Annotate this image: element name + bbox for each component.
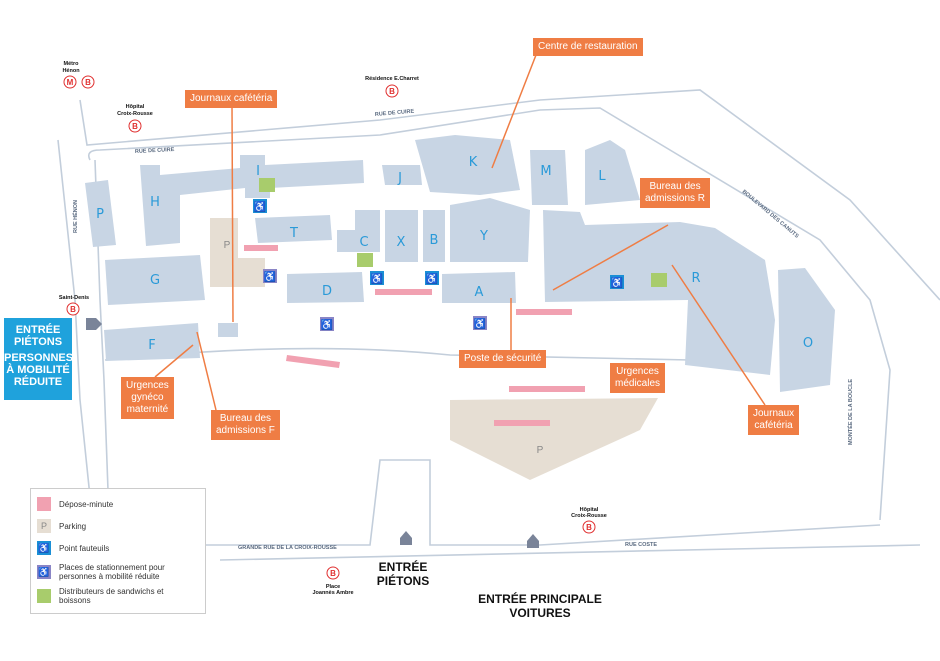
vending-machines bbox=[259, 178, 667, 287]
building-label-b: B bbox=[430, 233, 439, 248]
callout-lines bbox=[154, 54, 766, 411]
bus-icon: B bbox=[586, 523, 592, 532]
building-label-k: K bbox=[469, 155, 478, 170]
svg-text:♿: ♿ bbox=[254, 200, 266, 213]
street-montee-boucle: MONTÉE DE LA BOUCLE bbox=[846, 379, 854, 445]
callout-poste-securite: Poste de sécurité bbox=[459, 350, 547, 368]
svg-text:♿: ♿ bbox=[321, 318, 333, 331]
building-label-x: X bbox=[397, 235, 406, 250]
bus-icon: B bbox=[70, 305, 76, 314]
building-label-p: P bbox=[96, 207, 104, 222]
svg-text:♿: ♿ bbox=[611, 276, 623, 289]
pmr-parking-icon: ♿ bbox=[37, 565, 51, 579]
building-label-t: T bbox=[289, 226, 298, 241]
pmr-parking-spots: ♿ ♿ ♿ bbox=[263, 269, 487, 331]
svg-text:♿: ♿ bbox=[474, 317, 486, 330]
parking-area-main bbox=[450, 398, 658, 480]
depose-minute-swatch bbox=[37, 497, 51, 511]
building-label-h: H bbox=[150, 195, 160, 210]
building-label-j: J bbox=[397, 171, 402, 186]
svg-text:♿: ♿ bbox=[264, 270, 276, 283]
building-label-c: C bbox=[359, 235, 368, 250]
parking-area-t bbox=[210, 218, 265, 287]
building-labels: P H I J K M L G T C X B Y F D A R O bbox=[96, 155, 813, 353]
street-rue-de-cuire: RUE DE CUIRE bbox=[375, 109, 415, 118]
vending-machine-icon bbox=[37, 589, 51, 603]
svg-text:Métro: Métro bbox=[64, 61, 80, 67]
transit-stops: Métro Hénon M B Hôpital Croix-Rousse B R… bbox=[59, 61, 607, 596]
parking-label: P bbox=[537, 445, 544, 456]
building-label-l: L bbox=[598, 169, 606, 184]
depose-minute-zones bbox=[244, 245, 585, 426]
svg-text:Croix-Rousse: Croix-Rousse bbox=[117, 111, 153, 117]
parking-label: P bbox=[224, 240, 231, 251]
building-label-y: Y bbox=[479, 229, 488, 244]
wheelchair-icon: ♿ bbox=[37, 541, 51, 555]
building-label-a: A bbox=[475, 285, 484, 300]
metro-icon: M bbox=[67, 78, 74, 87]
svg-text:Saint-Denis: Saint-Denis bbox=[59, 295, 89, 301]
street-boulevard-canuts: BOULEVARD DES CANUTS bbox=[741, 189, 800, 240]
bus-icon: B bbox=[330, 569, 336, 578]
bus-icon: B bbox=[132, 122, 138, 131]
callout-journaux-cafeteria: Journaux cafétéria bbox=[185, 90, 278, 108]
building-label-i: I bbox=[256, 164, 260, 179]
svg-text:Croix-Rousse: Croix-Rousse bbox=[571, 513, 607, 519]
svg-text:Hénon: Hénon bbox=[62, 68, 80, 74]
street-grande-rue: GRANDE RUE DE LA CROIX-ROUSSE bbox=[238, 545, 337, 551]
bus-icon: B bbox=[389, 87, 395, 96]
street-rue-coste: RUE COSTE bbox=[625, 542, 657, 548]
svg-text:♿: ♿ bbox=[426, 272, 438, 285]
svg-text:Résidence E.Charret: Résidence E.Charret bbox=[365, 76, 419, 82]
street-rue-henon: RUE HÉNON bbox=[71, 200, 79, 233]
building-label-f: F bbox=[148, 338, 155, 353]
svg-text:Hôpital: Hôpital bbox=[580, 507, 599, 513]
building-label-d: D bbox=[322, 284, 332, 299]
building-label-m: M bbox=[540, 164, 551, 179]
callout-centre-restauration: Centre de restauration bbox=[533, 38, 643, 56]
svg-text:♿: ♿ bbox=[371, 272, 383, 285]
svg-text:Joannès Ambre: Joannès Ambre bbox=[312, 590, 353, 596]
street-rue-de-cuire: RUE DE CUIRE bbox=[135, 147, 175, 155]
wheelchair-points: ♿ ♿ ♿ ♿ bbox=[253, 199, 624, 289]
svg-text:Place: Place bbox=[326, 584, 340, 590]
building-label-o: O bbox=[803, 336, 813, 351]
building-label-r: R bbox=[691, 271, 700, 286]
bus-icon: B bbox=[85, 78, 91, 87]
svg-text:Hôpital: Hôpital bbox=[126, 104, 145, 110]
parking-swatch: P bbox=[37, 519, 51, 533]
building-label-g: G bbox=[150, 273, 160, 288]
entrance-arrows bbox=[86, 318, 539, 548]
